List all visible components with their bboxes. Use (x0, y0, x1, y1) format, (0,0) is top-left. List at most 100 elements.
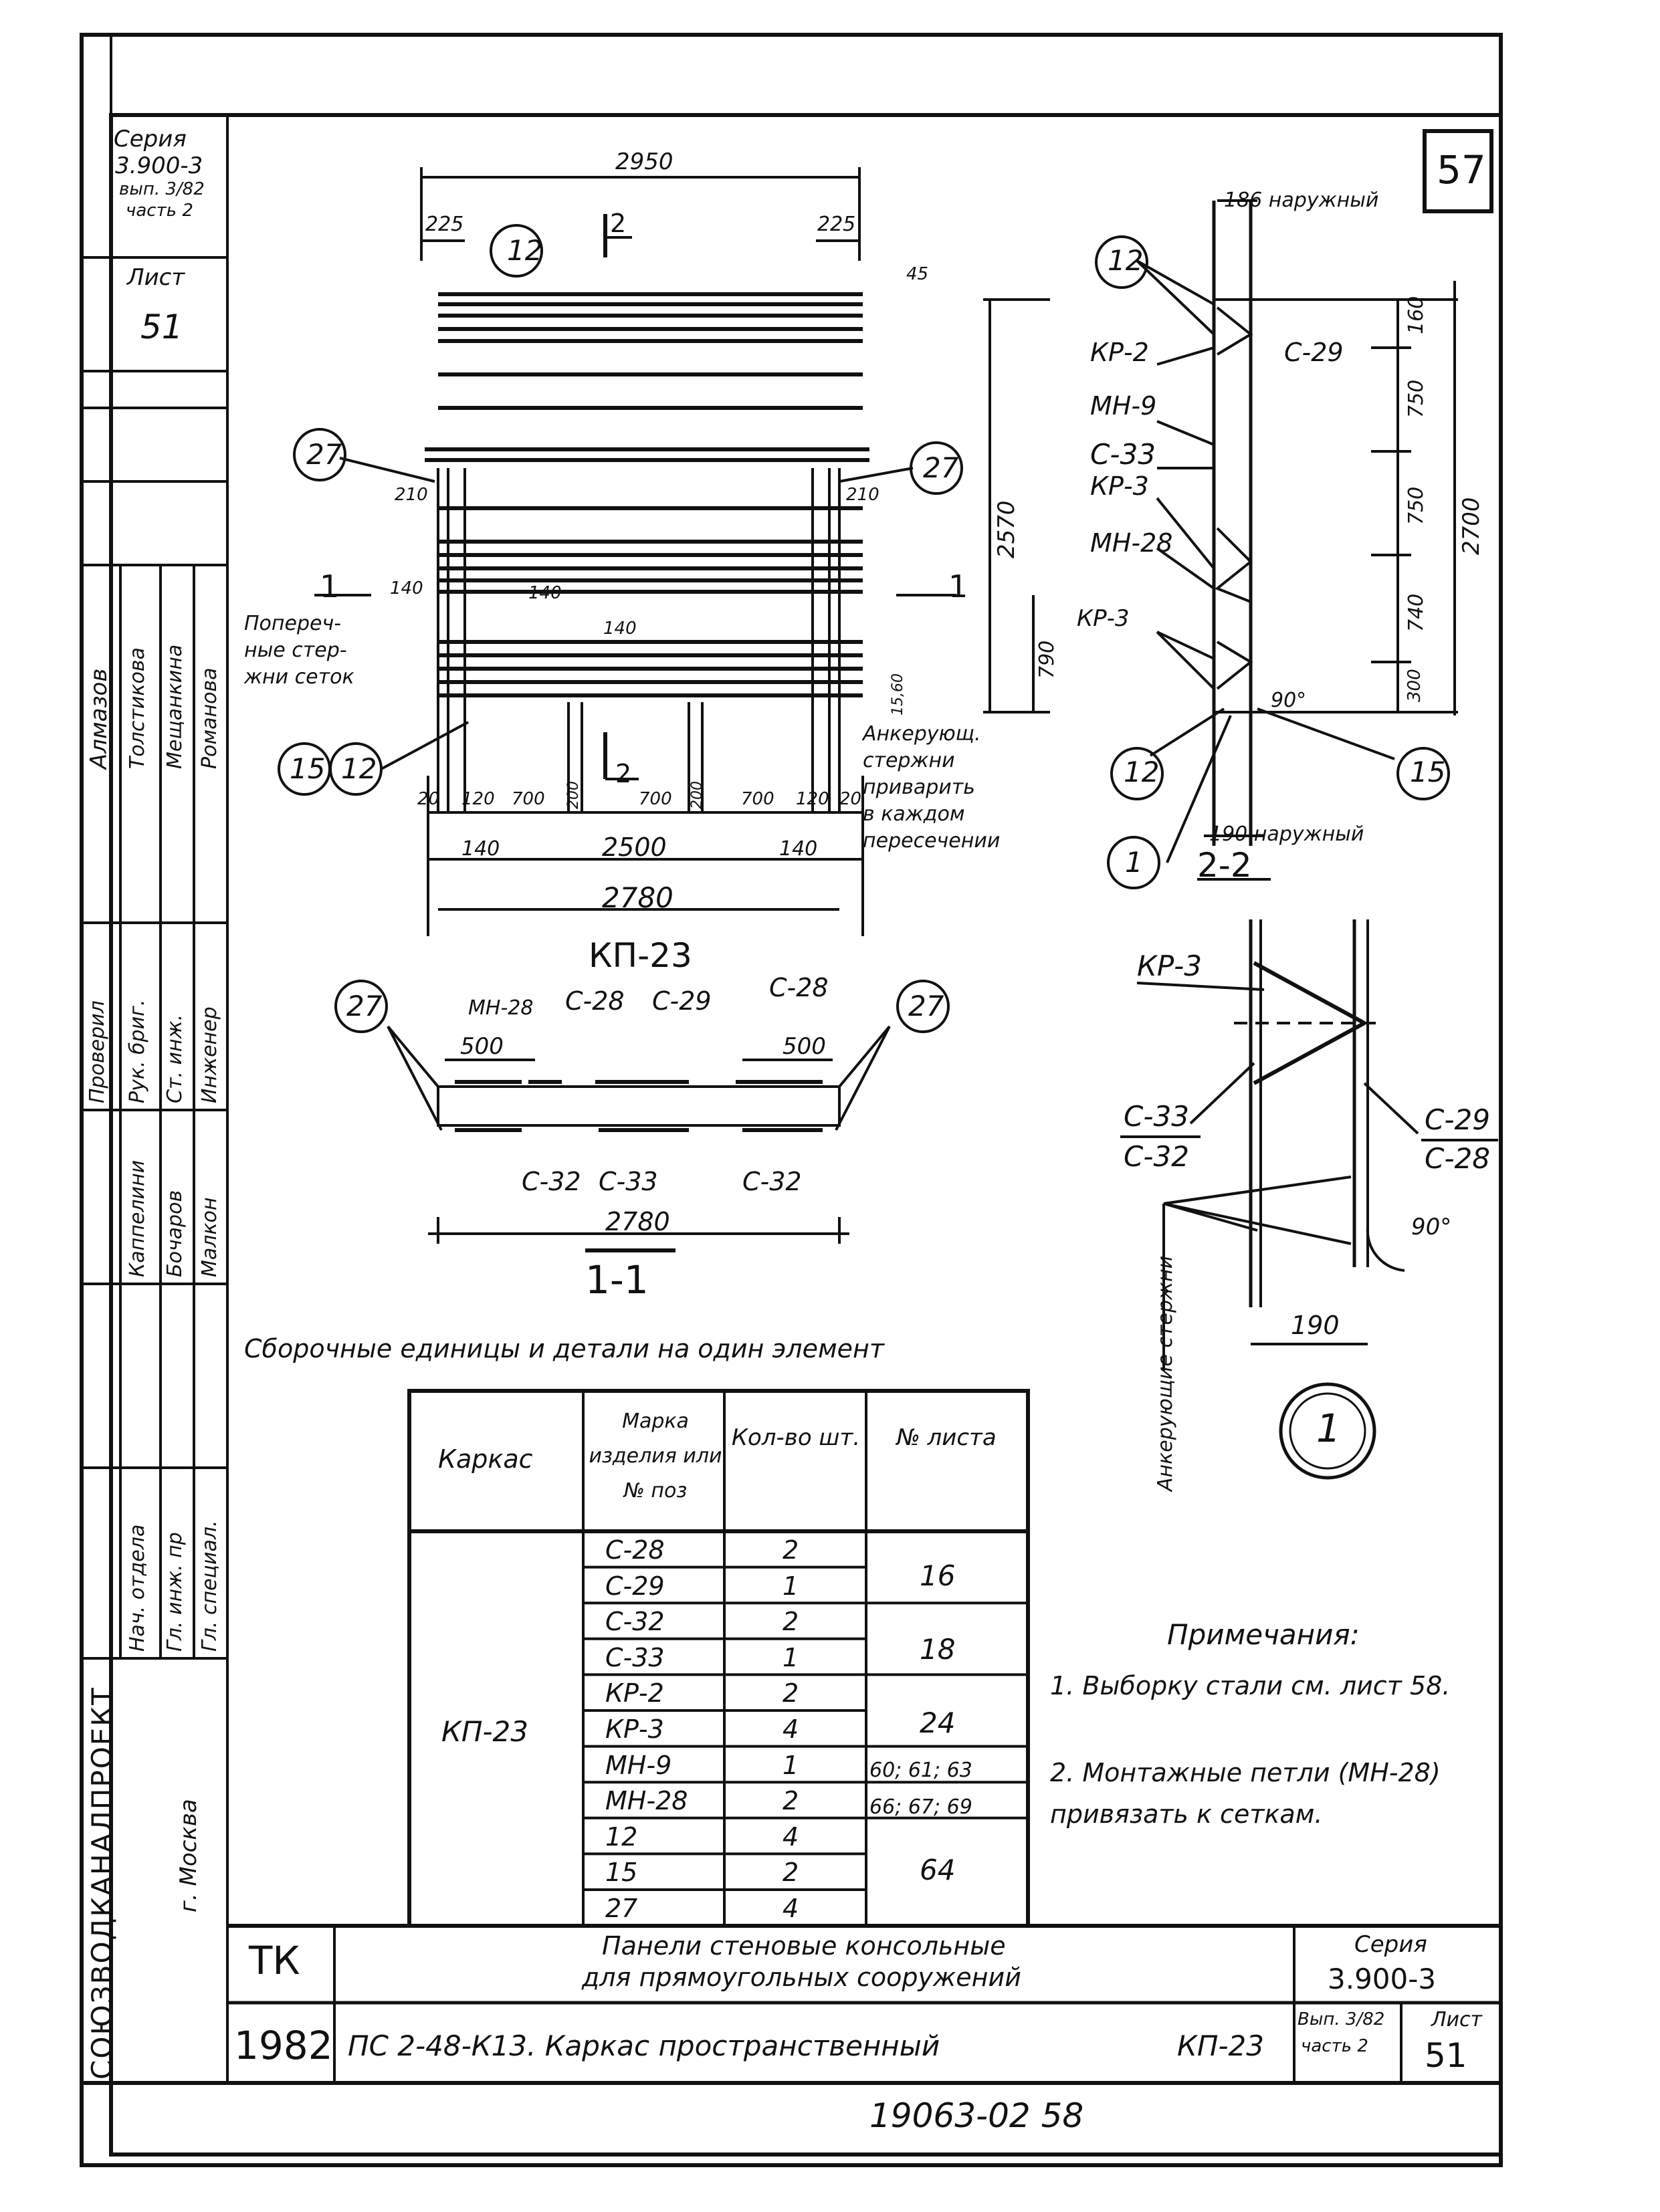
strip-name-4: Романова (198, 667, 221, 770)
s22-dim-90: 90° (1271, 689, 1307, 712)
s22-callout-1: 1 (1125, 846, 1143, 879)
dim-b20b: 20 (839, 789, 862, 809)
s22-dim-300: 300 (1405, 669, 1425, 702)
s11-c33: С-33 (599, 1167, 658, 1196)
tb-tk: ТК (249, 1938, 300, 1983)
strip-name-1: Алмазов (86, 668, 112, 769)
table-qty-cell: 1 (783, 1750, 799, 1780)
table-header-mark: Марка изделия или № поз (589, 1410, 722, 1503)
table-header-frame: Каркас (438, 1444, 533, 1474)
dim-b700a: 700 (512, 789, 545, 809)
notes-title: Примечания: (1167, 1618, 1360, 1651)
d1-c33: С-33 (1124, 1100, 1189, 1133)
d1-kr3: КР-3 (1137, 950, 1203, 982)
dim-140-b: 140 (528, 583, 562, 603)
s22-dim-750a: 750 (1405, 379, 1428, 418)
table-mark-cell: МН-9 (605, 1750, 672, 1780)
tb-subtitle: ПС 2-48-К13. Каркас пространственный (348, 2029, 940, 2062)
strip-role2-1: Нач. отдела (126, 1524, 149, 1652)
dim-15-60: 15,60 (890, 673, 906, 715)
d1-c28: С-28 (1425, 1142, 1490, 1175)
s22-dim-160: 160 (1405, 296, 1428, 334)
strip-city: г. Москва (175, 1799, 202, 1912)
dim-b20a: 20 (417, 789, 440, 809)
tb-series-label: Серия (1354, 1931, 1427, 1958)
s22-top-label: 186 наружный (1224, 189, 1379, 212)
d1-c29: С-29 (1425, 1103, 1490, 1136)
table-mark-cell: МН-28 (605, 1786, 688, 1816)
strip-series-part: часть 2 (126, 201, 193, 221)
s22-dim-2700: 2700 (1458, 497, 1485, 555)
s22-bottom-label: 190 наружный (1209, 822, 1364, 846)
table-qty-cell: 2 (783, 1535, 799, 1565)
table-sheet-64: 64 (920, 1854, 956, 1886)
note-right-4: в каждом (863, 802, 965, 826)
d1-callout: 1 (1316, 1406, 1341, 1451)
s22-kr2: КР-2 (1090, 338, 1149, 367)
table-sheet-60: 60; 61; 63 (869, 1759, 972, 1782)
table-mark-cell: КР-3 (605, 1715, 664, 1744)
s11-callout-27-right: 27 (908, 990, 944, 1022)
table-qty-cell: 2 (783, 1786, 799, 1816)
d1-dim-190: 190 (1291, 1311, 1340, 1340)
dim-b140a: 140 (461, 837, 500, 861)
s22-callout-12-bot: 12 (1124, 756, 1160, 788)
strip-name2-1: Каппелини (126, 1159, 149, 1277)
dim-b140b: 140 (779, 837, 818, 861)
strip-sheet-value: 51 (140, 308, 183, 346)
dim-b200b: 200 (689, 781, 706, 809)
s22-c33: С-33 (1090, 438, 1156, 471)
table-qty-cell: 4 (783, 1821, 799, 1852)
d1-c32: С-32 (1124, 1140, 1189, 1173)
table-qty-cell: 2 (783, 1607, 799, 1637)
s11-callout-27-left: 27 (346, 990, 383, 1022)
note-left-3: жни сеток (244, 665, 354, 689)
table-mark-cell: 12 (605, 1821, 638, 1852)
table-header-sheet: № листа (896, 1424, 997, 1451)
table-sheet-66: 66; 67; 69 (869, 1795, 972, 1819)
note-left-2: ные стер- (244, 639, 347, 662)
tb-title-2: для прямоугольных сооружений (582, 1963, 1021, 1992)
dim-2950: 2950 (615, 148, 673, 175)
strip-series-issue: вып. 3/82 (119, 179, 205, 199)
dim-45: 45 (906, 264, 929, 284)
table-qty-cell: 4 (783, 1894, 799, 1923)
strip-role-1: Рук. бриг. (126, 999, 149, 1103)
s11-dim-500-left: 500 (460, 1033, 504, 1060)
table-qty-cell: 4 (783, 1715, 799, 1744)
dim-140-c: 140 (603, 619, 637, 639)
dim-790: 790 (1035, 640, 1059, 679)
dim-210-right: 210 (846, 485, 879, 505)
tb-year: 1982 (234, 2023, 333, 2068)
s22-mh28: МН-28 (1090, 528, 1173, 558)
note-right-1: Анкерующ. (863, 722, 981, 746)
tb-mark: КП-23 (1177, 2029, 1264, 2062)
callout-27-left: 27 (306, 438, 342, 471)
s11-mh28: МН-28 (468, 996, 534, 1020)
strip-name-2: Толстикова (126, 647, 149, 769)
tb-part: часть 2 (1301, 2036, 1368, 2056)
tb-sheet-value: 51 (1425, 2036, 1467, 2075)
table-caption: Сборочные единицы и детали на один элеме… (244, 1334, 884, 1363)
table-sheet-16: 16 (920, 1559, 956, 1592)
table-qty-cell: 1 (783, 1642, 799, 1672)
strip-series-value: 3.900-3 (115, 152, 203, 179)
bottom-code: 19063-02 58 (869, 2096, 1084, 2135)
table-header-qty: Кол-во шт. (731, 1424, 861, 1451)
table-qty-cell: 1 (783, 1571, 799, 1601)
strip-sheet-label: Лист (127, 264, 185, 291)
tb-title-1: Панели стеновые консольные (602, 1931, 1006, 1961)
strip-role-3: Инженер (198, 1006, 221, 1103)
s11-c28-b: С-28 (769, 973, 829, 1002)
notes-item-1: 1. Выборку стали см. лист 58. (1050, 1671, 1451, 1700)
callout-15: 15 (290, 752, 326, 785)
s22-caption: 2-2 (1197, 846, 1252, 885)
dim-b2500: 2500 (602, 833, 667, 862)
s22-mh9: МН-9 (1090, 391, 1157, 421)
callout-12-top: 12 (507, 234, 543, 267)
dim-b700c: 700 (741, 789, 774, 809)
sheet-number: 57 (1437, 147, 1486, 193)
dim-225-right: 225 (817, 213, 856, 236)
